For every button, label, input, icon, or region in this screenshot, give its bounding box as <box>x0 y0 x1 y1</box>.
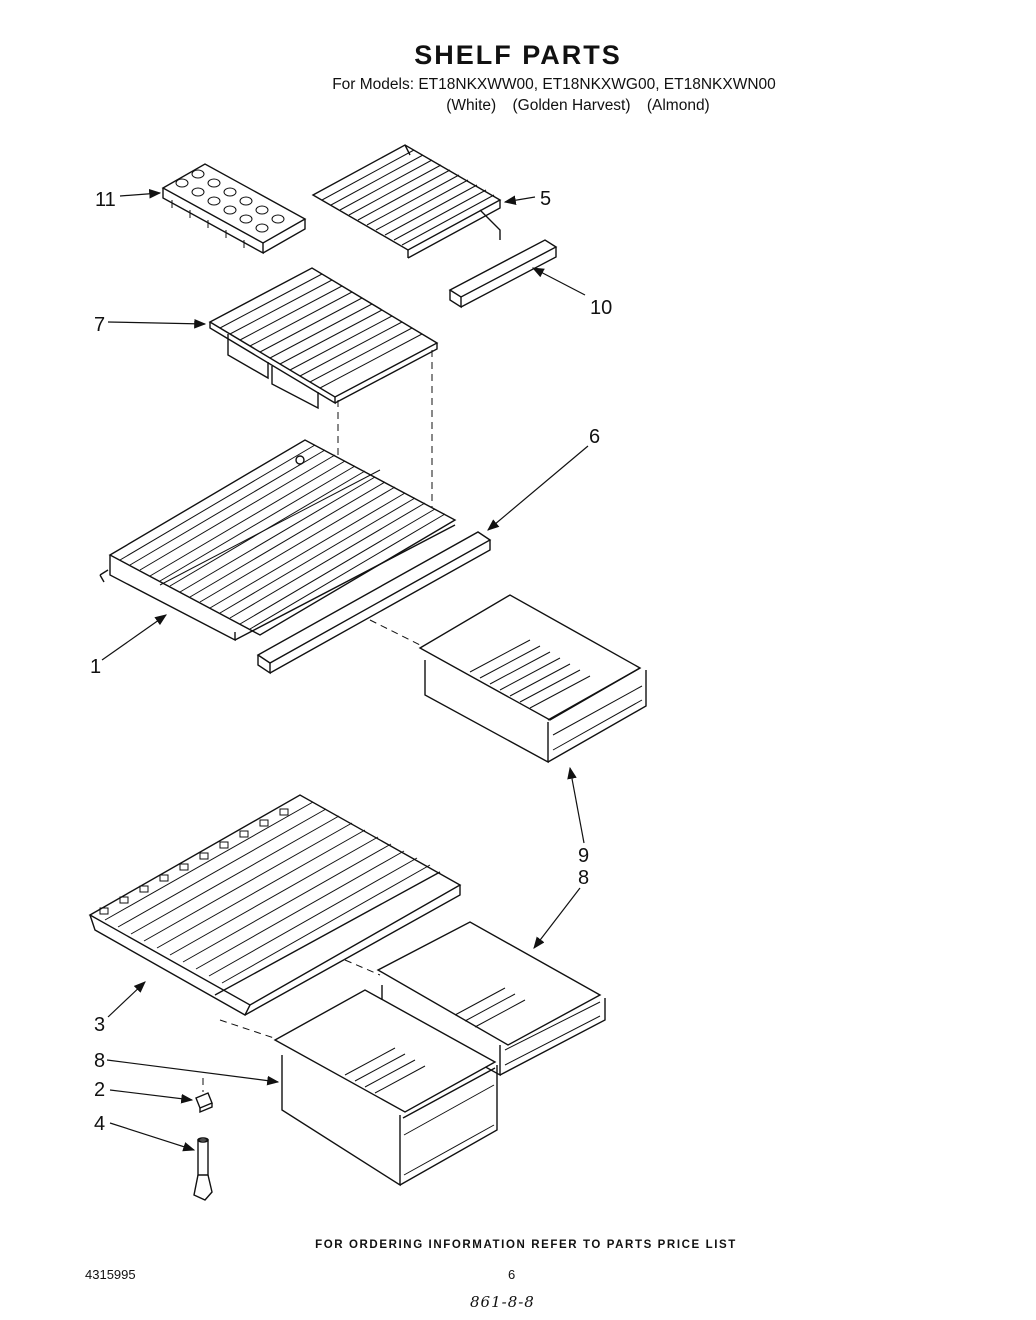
models-line: For Models: ET18NKXWW00, ET18NKXWG00, ET… <box>332 76 776 93</box>
callout-7: 7 <box>94 314 105 336</box>
callout-6: 6 <box>589 426 600 448</box>
color-almond: (Almond) <box>646 97 710 114</box>
callout-9: 9 <box>578 845 589 867</box>
color-golden-harvest: (Golden Harvest) <box>512 97 631 114</box>
handwritten-note: 861-8-8 <box>470 1293 535 1311</box>
color-variants: (White) (Golden Harvest) (Almond) <box>60 97 1036 115</box>
freezer-wire-shelf-part <box>311 144 502 259</box>
callout-1: 1 <box>90 656 101 678</box>
ice-tray-part <box>161 163 307 255</box>
crisper-drawer-part-8-left <box>273 989 498 1187</box>
drawer-part-9 <box>418 594 647 764</box>
callout-5: 5 <box>540 188 551 210</box>
callout-4: 4 <box>94 1113 105 1135</box>
page-title: SHELF PARTS <box>414 40 622 70</box>
rail-part-6 <box>256 531 492 675</box>
rail-part-10 <box>448 239 558 309</box>
callout-11: 11 <box>95 189 116 211</box>
document-number: 4315995 <box>85 1267 136 1282</box>
main-wire-shelf-part-1 <box>99 439 457 642</box>
page-number: 6 <box>508 1267 516 1282</box>
crisper-cover-part-3 <box>88 794 462 1016</box>
bracket-part-2 <box>195 1092 213 1114</box>
callout-10: 10 <box>590 297 612 319</box>
callout-2: 2 <box>94 1079 105 1101</box>
wire-shelf-part-7 <box>208 267 439 410</box>
callout-3: 3 <box>94 1014 105 1036</box>
color-white: (White) <box>446 97 497 114</box>
support-part-4 <box>193 1137 213 1201</box>
ordering-info-note: FOR ORDERING INFORMATION REFER TO PARTS … <box>315 1239 737 1251</box>
callout-8-left: 8 <box>94 1050 105 1072</box>
callout-8-right: 8 <box>578 867 589 889</box>
